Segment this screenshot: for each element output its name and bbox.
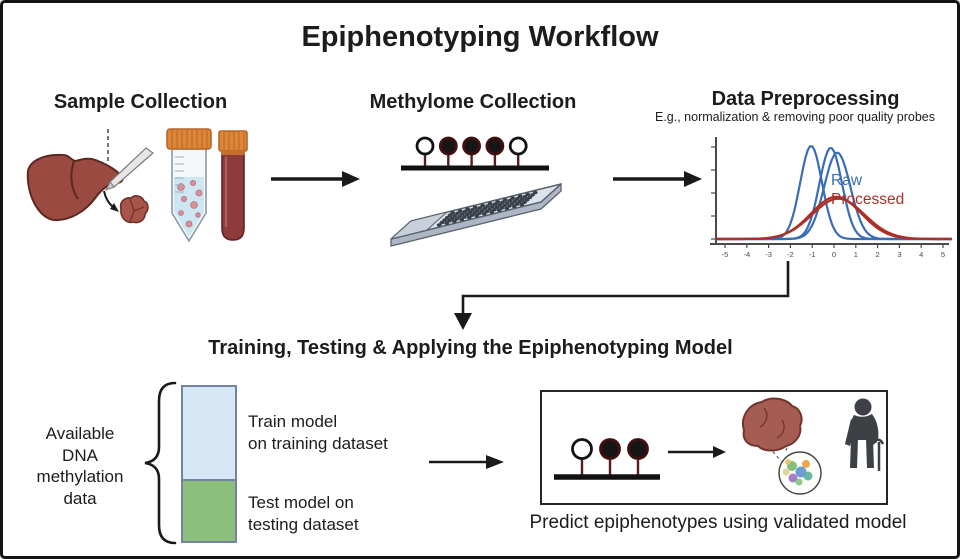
legend-raw: Raw xyxy=(831,172,863,189)
model-section-title: Training, Testing & Applying the Epiphen… xyxy=(208,337,733,359)
available-data-label: Available DNA methylation data xyxy=(36,424,124,508)
svg-text:-5: -5 xyxy=(722,250,729,259)
svg-text:1: 1 xyxy=(854,250,858,259)
data-preprocessing-subtitle: E.g., normalization & removing poor qual… xyxy=(654,110,935,124)
arrow-sample-to-methylome xyxy=(271,171,360,187)
methylation-lollipops-icon xyxy=(390,136,562,247)
sample-collection-illustration xyxy=(26,128,248,243)
train-label: Train model on training dataset xyxy=(248,412,388,453)
methylome-collection-title: Methylome Collection xyxy=(369,91,577,113)
page-title: Epiphenotyping Workflow xyxy=(301,21,659,53)
predict-arrow-icon xyxy=(668,446,726,458)
arrow-methylome-to-preprocessing xyxy=(613,171,702,187)
svg-text:-2: -2 xyxy=(787,250,794,259)
test-segment xyxy=(183,479,235,541)
svg-text:-4: -4 xyxy=(743,250,750,259)
predict-illustration xyxy=(554,397,885,495)
data-preprocessing-title: Data Preprocessing xyxy=(711,88,900,110)
sample-tube-icon xyxy=(166,128,212,243)
svg-text:3: 3 xyxy=(897,250,901,259)
svg-text:5: 5 xyxy=(941,250,945,259)
svg-text:4: 4 xyxy=(919,250,923,259)
predict-caption: Predict epiphenotypes using validated mo… xyxy=(529,512,907,533)
svg-text:-3: -3 xyxy=(765,250,772,259)
arrow-bar-to-predict xyxy=(429,455,504,469)
tissue-sample-icon xyxy=(119,195,149,224)
svg-text:2: 2 xyxy=(876,250,880,259)
blood-tube-icon xyxy=(218,130,248,241)
elbow-arrow xyxy=(454,261,790,330)
legend-processed: Processed xyxy=(831,191,905,208)
test-label: Test model on testing dataset xyxy=(248,493,359,534)
cells-inset-icon xyxy=(778,451,822,495)
sample-collection-title: Sample Collection xyxy=(53,91,228,113)
train-test-bar xyxy=(181,385,237,543)
predict-box xyxy=(540,390,888,505)
scalpel-icon xyxy=(104,147,154,191)
density-plot: -5 -4 -3 -2 -1 0 1 2 3 4 5 xyxy=(710,137,952,259)
train-segment xyxy=(183,387,235,480)
microarray-chip-icon xyxy=(390,182,562,247)
svg-text:0: 0 xyxy=(832,250,836,259)
elderly-person-icon xyxy=(845,398,885,471)
tissue-arrow-icon xyxy=(103,190,119,212)
plot-legend: Raw Processed xyxy=(831,171,904,209)
curly-brace xyxy=(144,381,177,545)
zoom-lines xyxy=(768,441,790,462)
svg-text:-1: -1 xyxy=(809,250,816,259)
tumor-icon xyxy=(742,397,803,452)
